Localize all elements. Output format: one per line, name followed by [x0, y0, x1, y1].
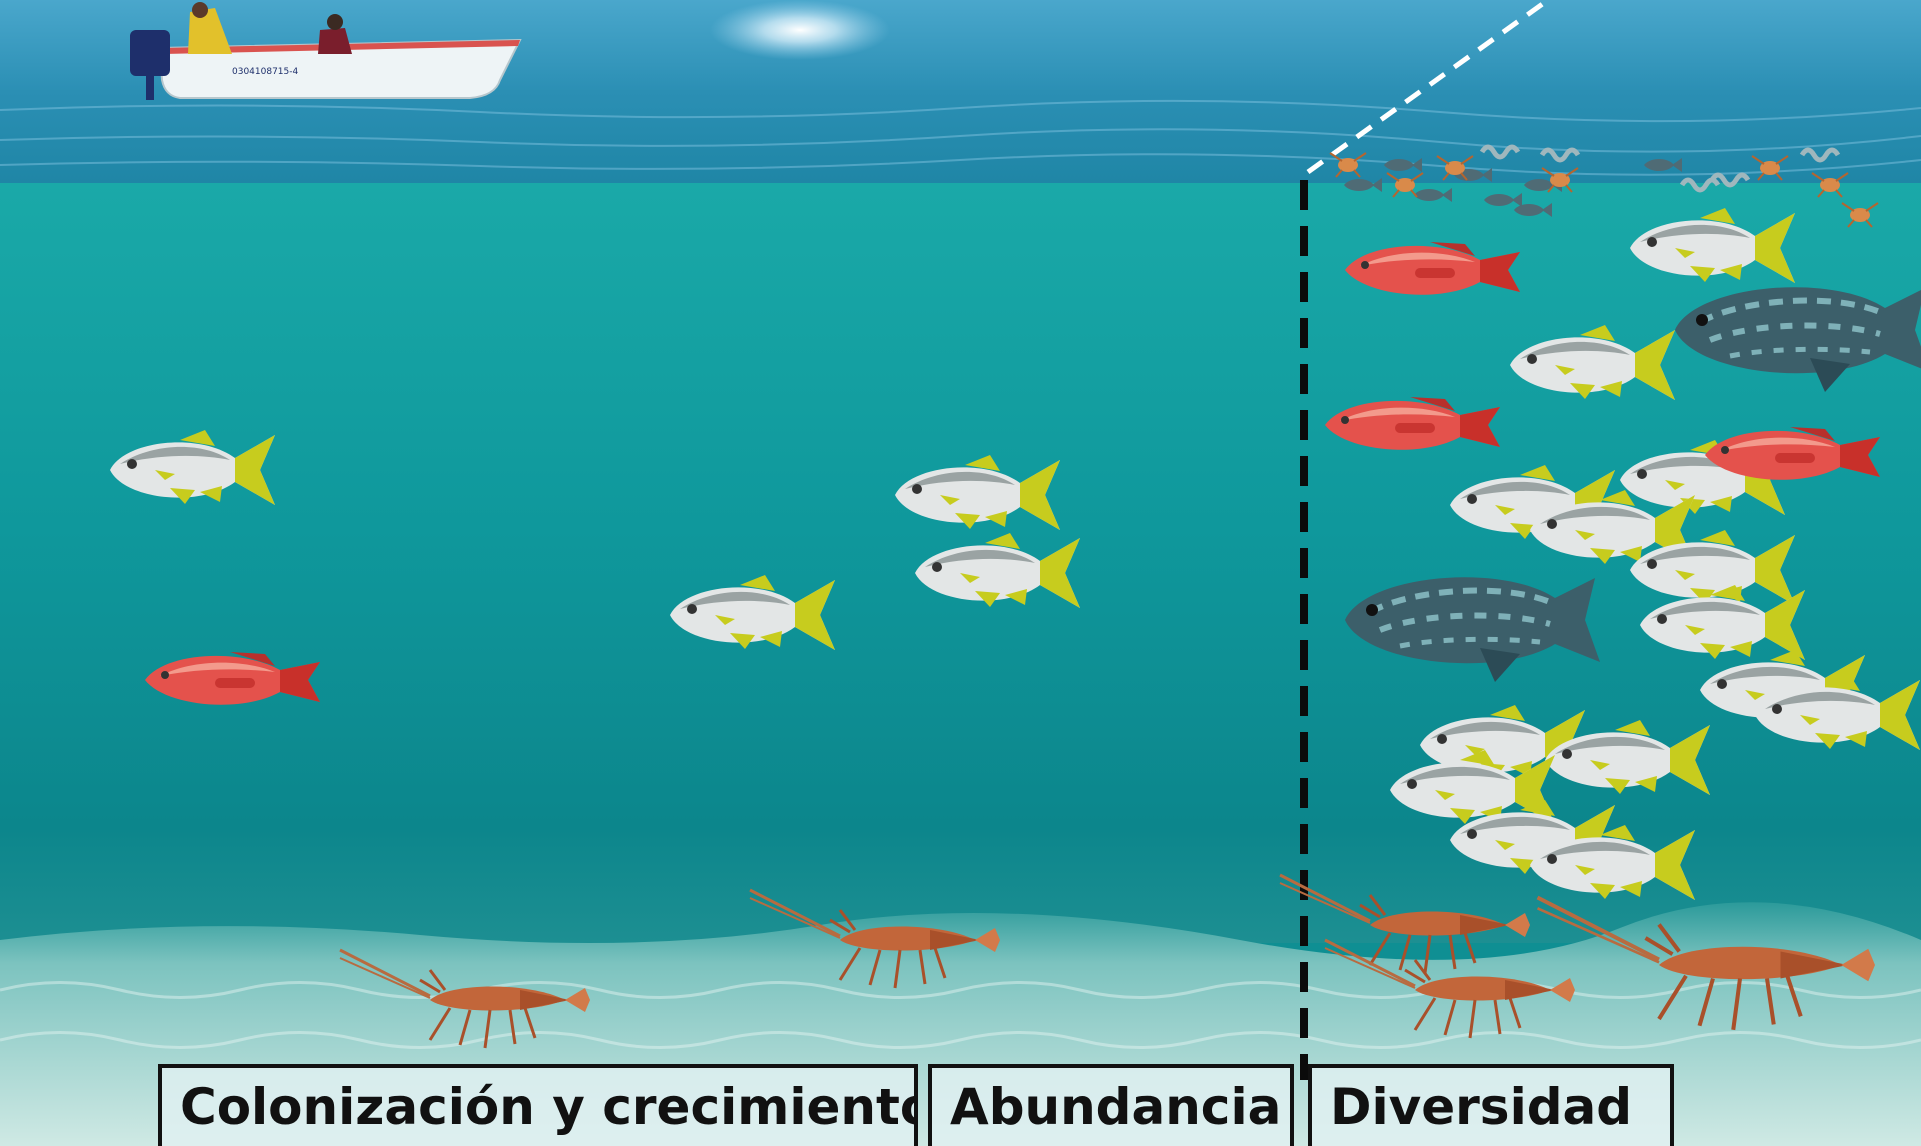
sand-ripples — [0, 981, 1921, 1049]
sun-reflection — [710, 0, 890, 60]
fishing-boat: 0304108715-4 — [130, 2, 522, 100]
boat-registration: 0304108715-4 — [232, 67, 299, 77]
fisher-figure — [188, 8, 232, 54]
label-diversity: Diversidad — [1308, 1064, 1674, 1146]
label-colonization: Colonización y crecimiento — [158, 1064, 918, 1146]
surface-ripples — [0, 99, 1921, 176]
label-abundance: Abundancia — [928, 1064, 1294, 1146]
outboard-motor — [130, 30, 170, 76]
zone-boundary — [1300, 0, 1550, 1080]
fisher-figure-2 — [318, 28, 352, 54]
